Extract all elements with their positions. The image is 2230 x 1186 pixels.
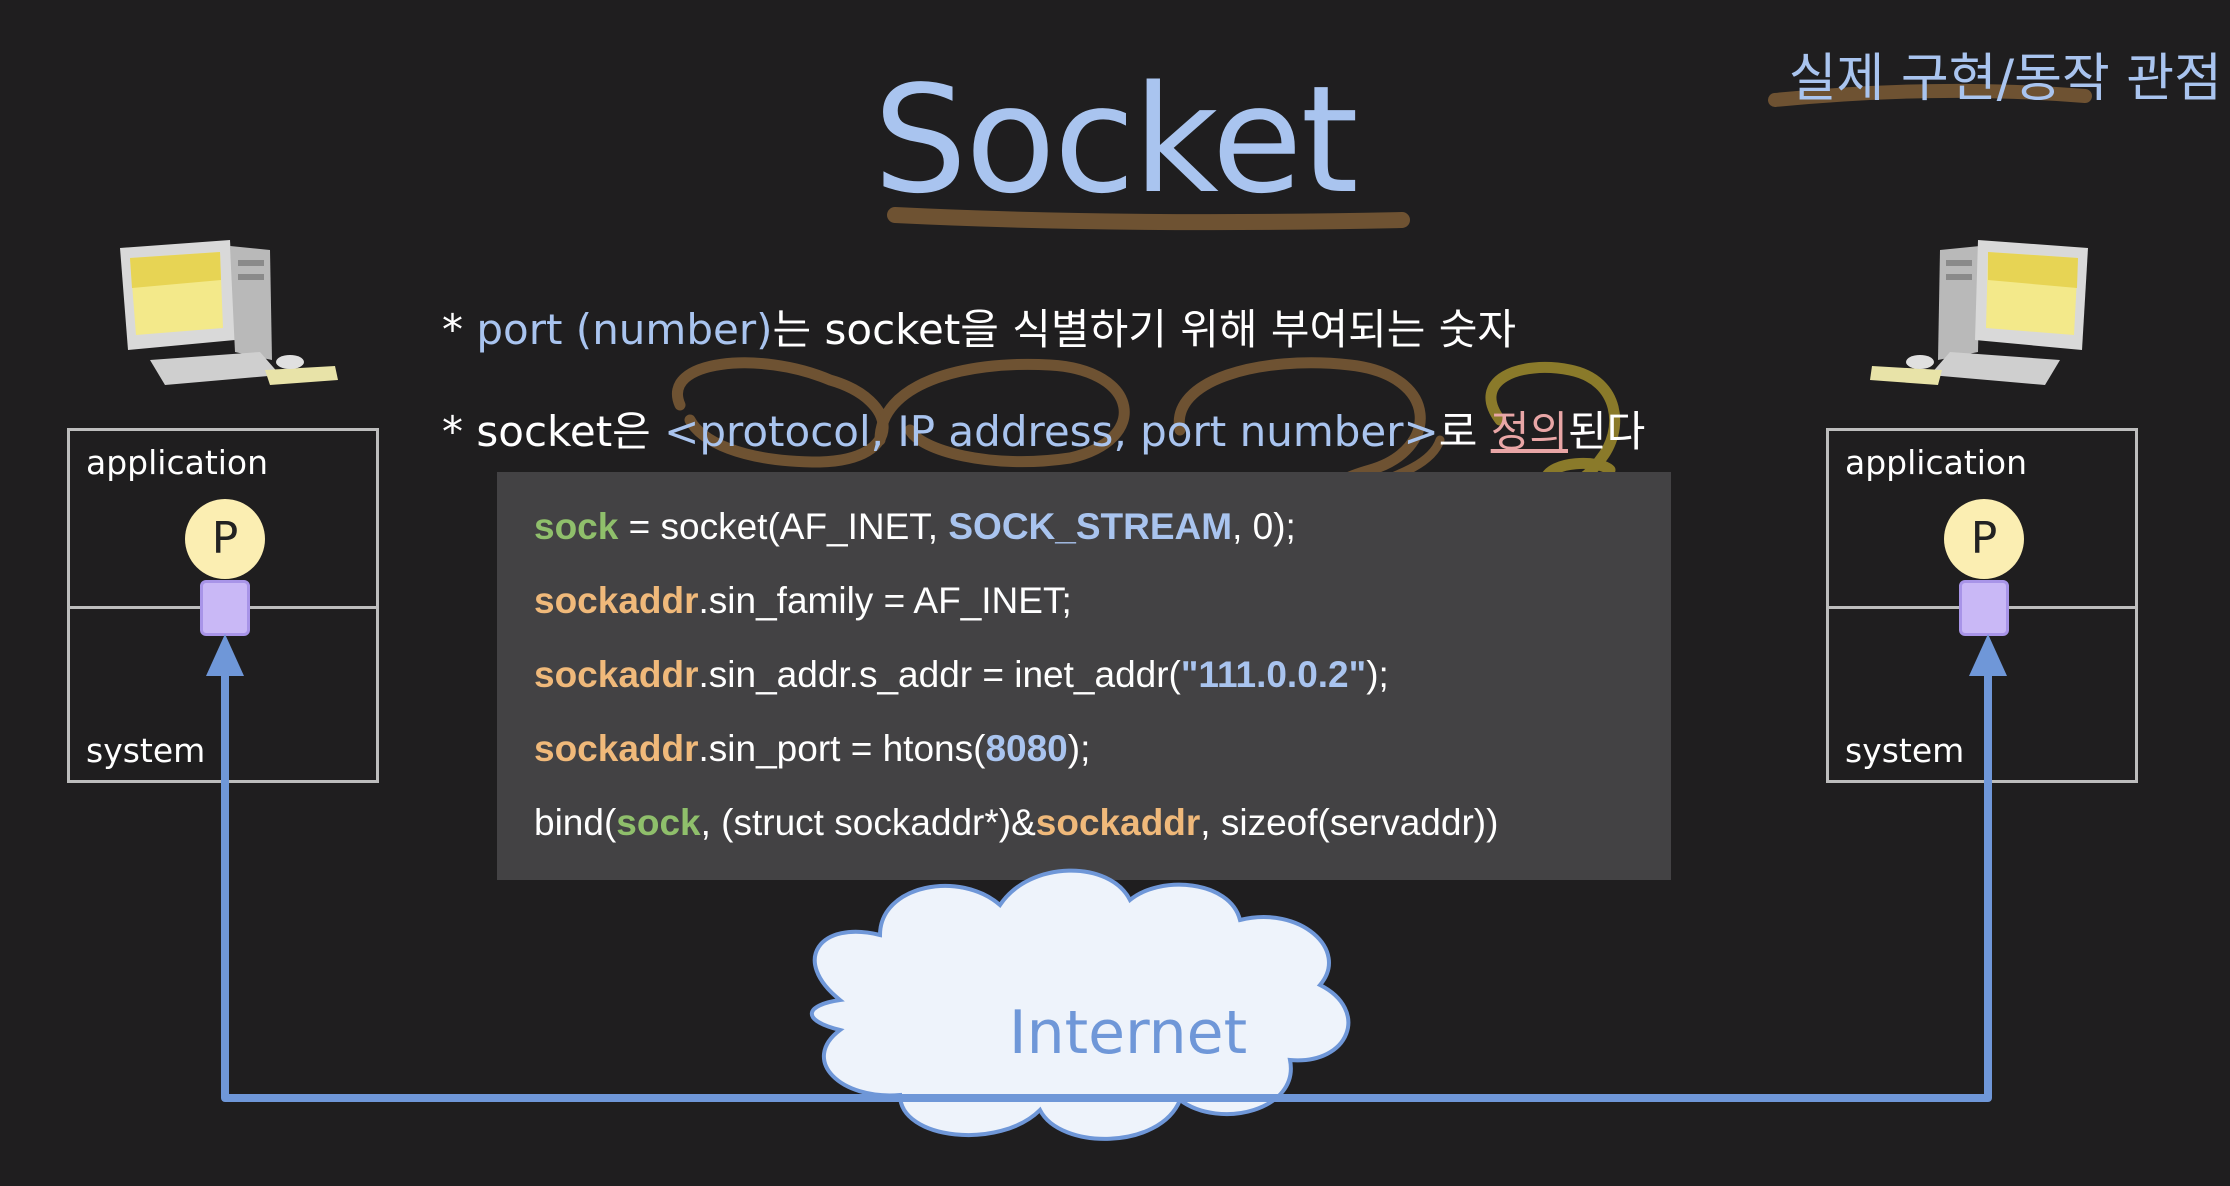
code-var: sock xyxy=(616,802,701,843)
code-line: sockaddr.sin_family = AF_INET; xyxy=(534,580,1072,622)
code-text: .sin_port = htons( xyxy=(698,728,986,769)
code-text: , (struct sockaddr*)& xyxy=(700,802,1036,843)
page-title: Socket xyxy=(873,54,1358,226)
socket-node xyxy=(1959,580,2009,636)
bullet-port: * port (number)는 socket을 식별하기 위해 부여되는 숫자 xyxy=(442,296,1516,357)
code-text: , 0); xyxy=(1232,506,1296,547)
code-block: sock = socket(AF_INET, SOCK_STREAM, 0); … xyxy=(497,472,1671,880)
perspective-underline-stroke xyxy=(1768,83,2092,107)
socket-term: socket은 xyxy=(476,407,665,456)
code-text: , sizeof(servaddr)) xyxy=(1200,802,1499,843)
host-right: application system P xyxy=(1826,428,2138,783)
application-layer-label: application xyxy=(1845,443,2028,482)
connection-arrow xyxy=(221,660,1992,1102)
code-var: sockaddr xyxy=(534,654,699,695)
code-text: bind( xyxy=(534,802,617,843)
bullet-socket-definition: * socket은 <protocol, IP address, port nu… xyxy=(442,398,1645,459)
arrow-head-left xyxy=(206,634,244,676)
code-keyword: SOCK_STREAM xyxy=(948,506,1233,547)
system-layer-label: system xyxy=(86,731,206,770)
tuple-suffix: 로 xyxy=(1438,407,1491,456)
code-line: sock = socket(AF_INET, SOCK_STREAM, 0); xyxy=(534,506,1296,548)
code-line: sockaddr.sin_addr.s_addr = inet_addr("11… xyxy=(534,654,1389,696)
network-label: Internet xyxy=(1008,998,1248,1068)
bullet-star: * xyxy=(442,407,463,456)
code-text: .sin_family = AF_INET; xyxy=(698,580,1072,621)
code-var: sockaddr xyxy=(534,728,699,769)
code-string: "111.0.0.2" xyxy=(1180,654,1367,695)
computer-icon xyxy=(1870,240,2088,385)
code-text: ); xyxy=(1366,654,1389,695)
process-node: P xyxy=(1944,499,2024,579)
defined-circle-mark xyxy=(1485,361,1621,496)
application-layer-label: application xyxy=(86,443,269,482)
bullet-star: * xyxy=(442,305,463,354)
code-text: = socket(AF_INET, xyxy=(618,506,949,547)
defined-word: 정의 xyxy=(1490,407,1568,456)
perspective-note: 실제 구현/동작 관점 xyxy=(1788,49,2222,109)
process-node: P xyxy=(185,499,265,579)
code-line: bind(sock, (struct sockaddr*)&sockaddr, … xyxy=(534,802,1498,844)
code-text: .sin_addr.s_addr = inet_addr( xyxy=(698,654,1181,695)
port-term: port (number) xyxy=(476,305,773,354)
code-line: sockaddr.sin_port = htons(8080); xyxy=(534,728,1090,770)
socket-tuple: <protocol, IP address, port number> xyxy=(664,407,1439,456)
computer-icon xyxy=(120,240,338,385)
host-left: application system P xyxy=(67,428,379,783)
code-text: ); xyxy=(1067,728,1091,769)
system-layer-label: system xyxy=(1845,731,1965,770)
code-var: sockaddr xyxy=(1035,802,1201,843)
code-var: sockaddr xyxy=(534,580,699,621)
port-description: 는 socket을 식별하기 위해 부여되는 숫자 xyxy=(772,305,1517,354)
code-number: 8080 xyxy=(985,728,1068,769)
arrow-head-right xyxy=(1969,634,2007,676)
code-var: sock xyxy=(534,506,619,547)
bullet-ending: 된다 xyxy=(1567,407,1646,456)
title-underline-stroke xyxy=(887,207,1410,231)
tuple-loop-2 xyxy=(874,358,1130,468)
